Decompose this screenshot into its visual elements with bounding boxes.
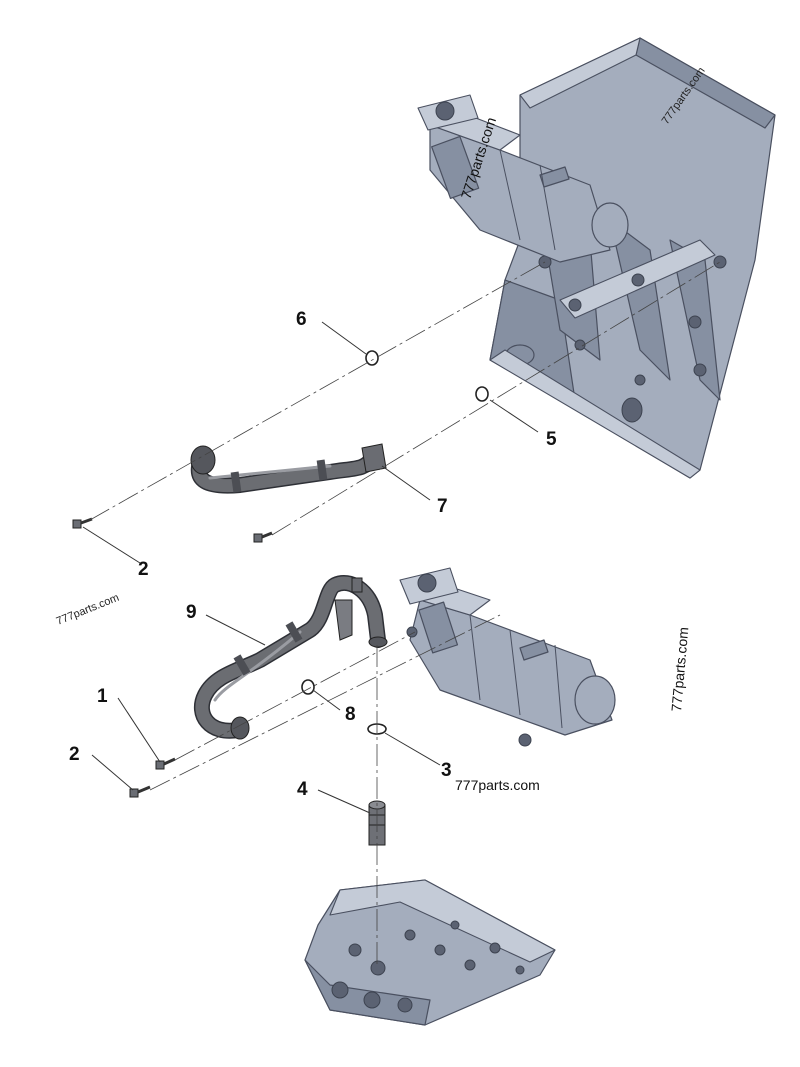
engine-block xyxy=(489,37,776,479)
callout-1: 1 xyxy=(97,686,108,707)
assembly-axes xyxy=(89,261,721,968)
egr-pipe-7 xyxy=(190,443,387,494)
cylinder-head xyxy=(304,879,556,1026)
egr-pipe-9 xyxy=(193,575,388,740)
callout-9: 9 xyxy=(186,602,197,623)
watermark-left: 777parts.com xyxy=(55,592,121,628)
watermark-center: 777parts.com xyxy=(455,777,540,793)
callout-2-upper: 2 xyxy=(138,559,149,580)
bolt-2-upper xyxy=(72,517,93,529)
bolt-1 xyxy=(155,757,176,770)
callout-7: 7 xyxy=(437,496,448,517)
seal-ring-6 xyxy=(365,350,379,366)
leader-lines xyxy=(82,321,539,814)
seal-ring-5 xyxy=(475,386,489,402)
bolt-2-lower xyxy=(129,785,151,798)
egr-cooler-lower xyxy=(399,567,616,747)
callout-2-lower: 2 xyxy=(69,744,80,765)
bolt-upper-right xyxy=(253,531,273,543)
callout-3: 3 xyxy=(441,760,452,781)
egr-cooler-upper xyxy=(417,94,629,263)
callout-5: 5 xyxy=(546,429,557,450)
seal-ring-8 xyxy=(301,679,315,695)
callout-8: 8 xyxy=(345,704,356,725)
watermark-right-vertical: 777parts.com xyxy=(668,626,691,712)
callout-4: 4 xyxy=(297,779,308,800)
callout-6: 6 xyxy=(296,309,307,330)
